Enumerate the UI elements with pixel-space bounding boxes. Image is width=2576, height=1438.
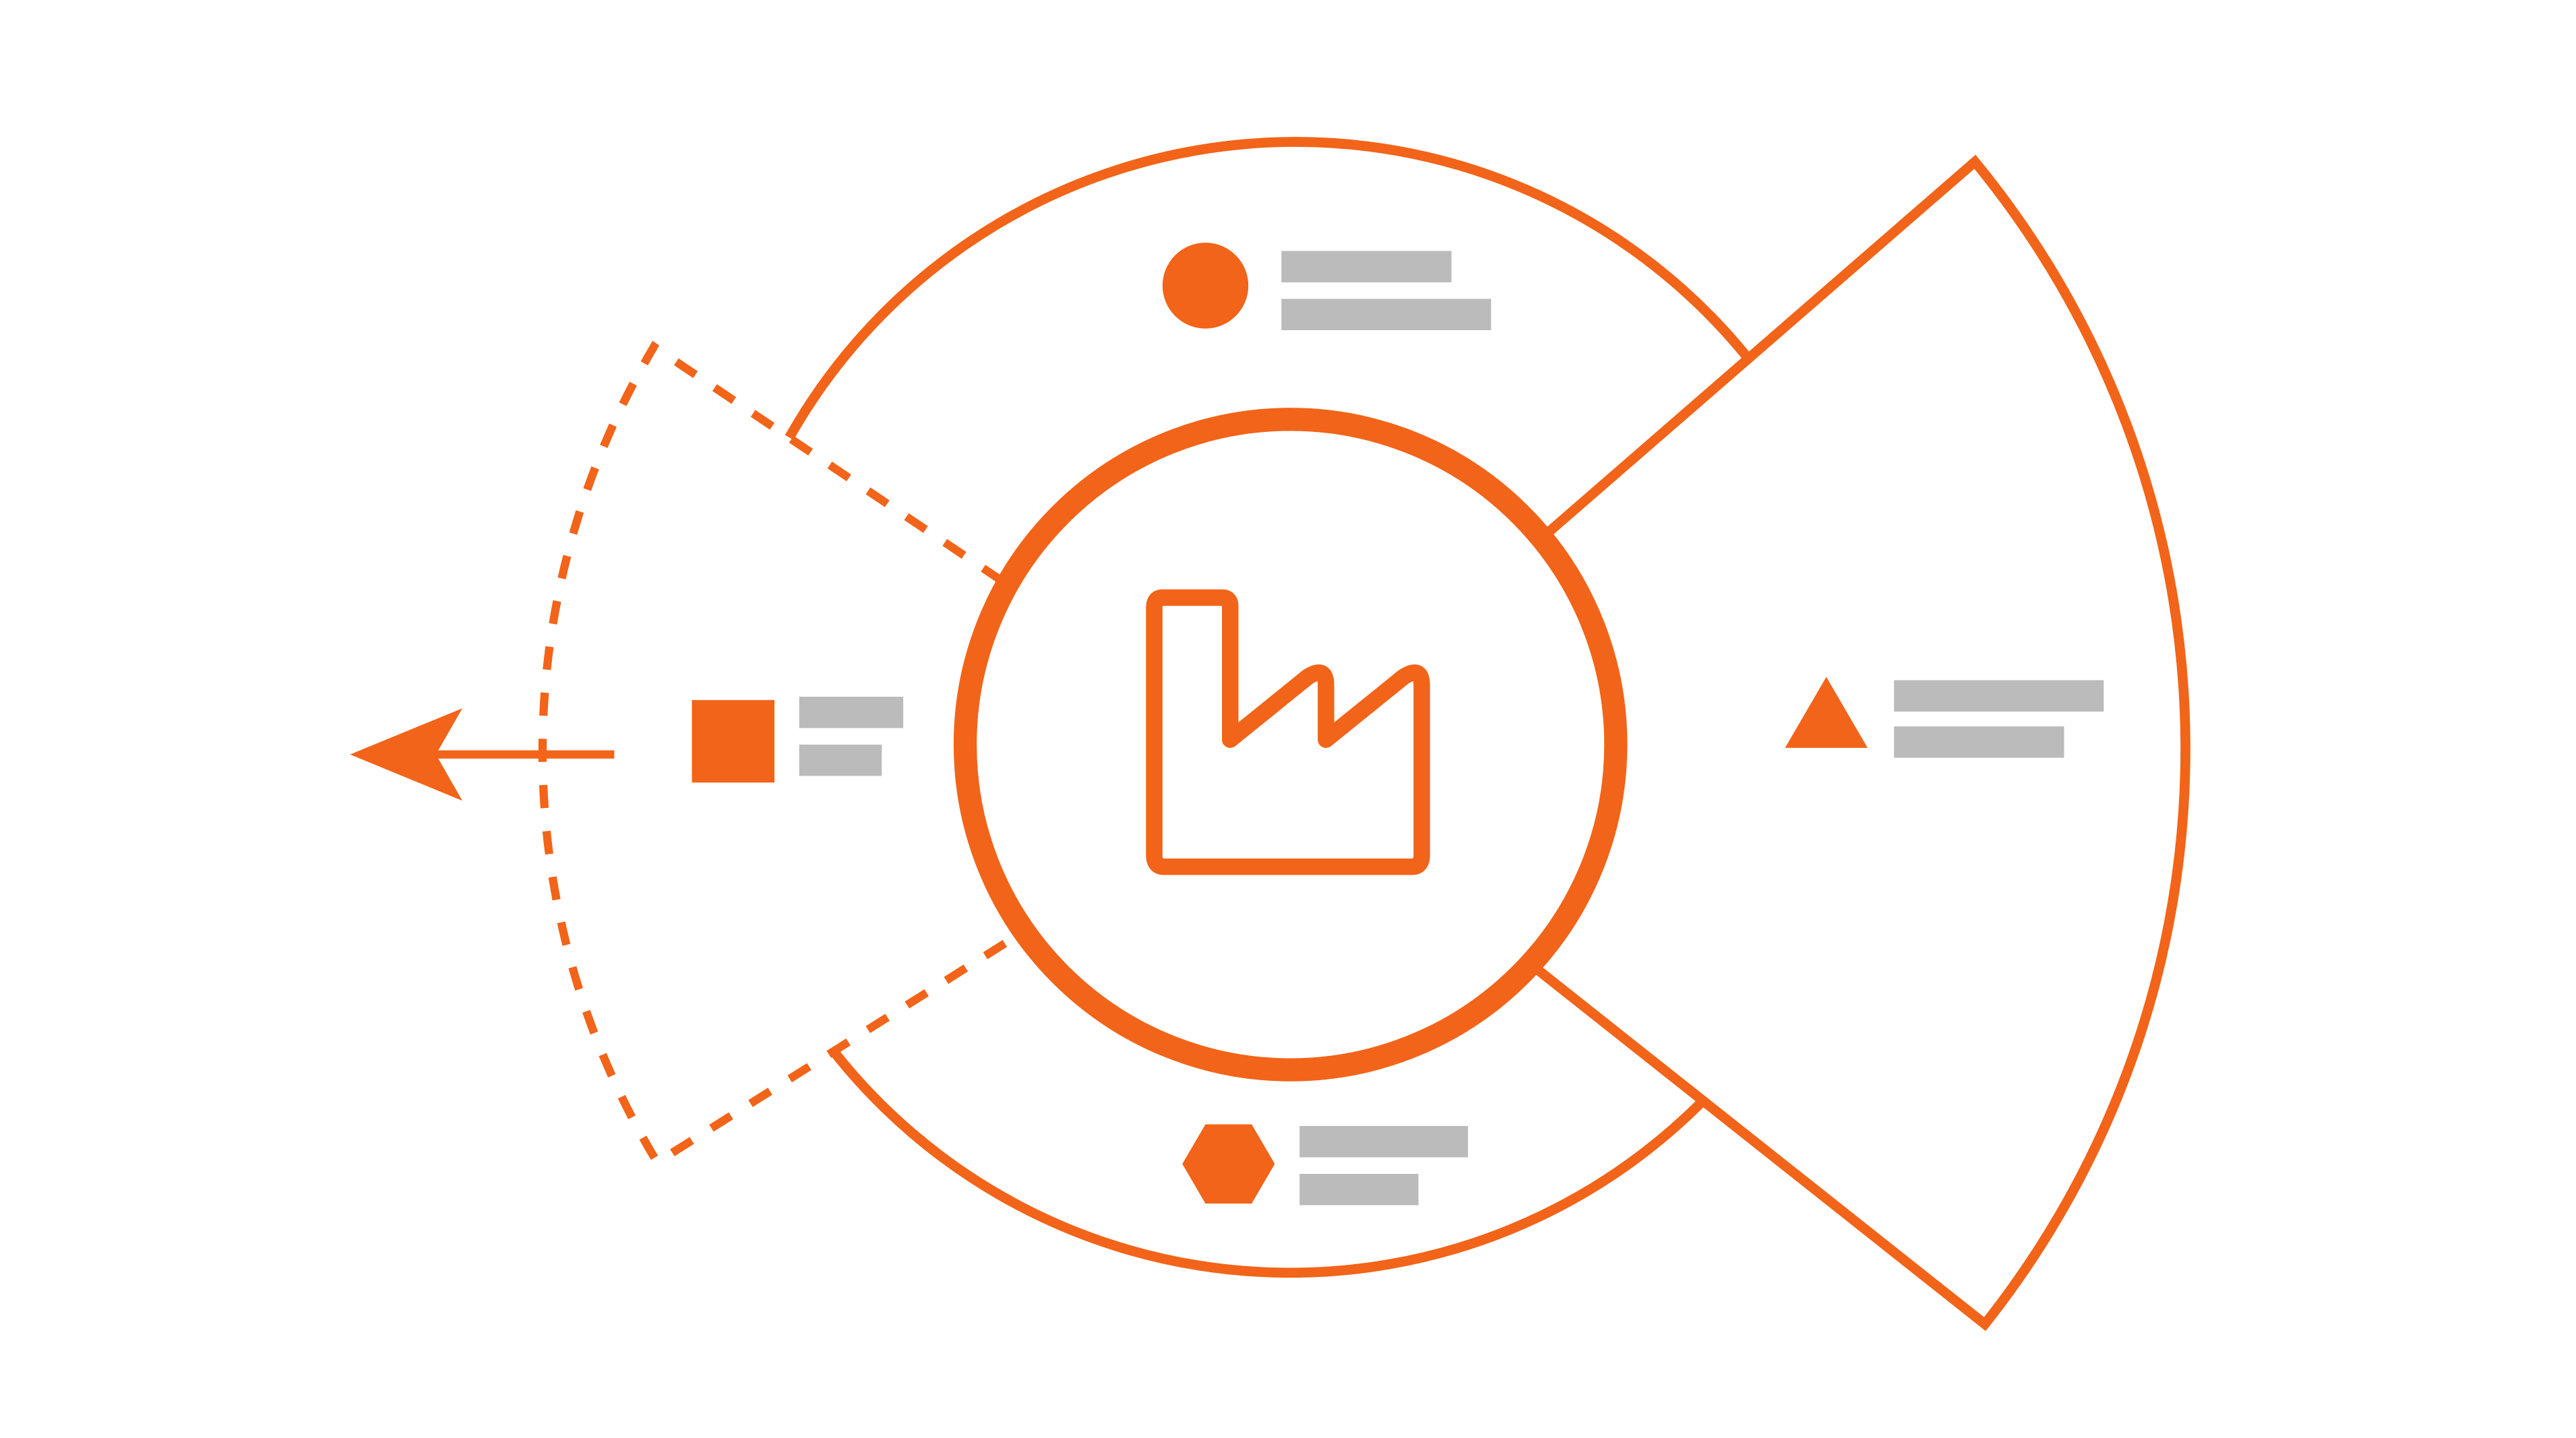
bottom-text-bar-1	[1299, 1125, 1469, 1158]
factory-icon	[1146, 589, 1430, 875]
left-text-bar-2	[799, 744, 882, 776]
top-text-bar-1	[1281, 251, 1452, 282]
left-text-bar-1	[799, 696, 904, 728]
circle-icon	[1162, 243, 1249, 329]
outer-ring-arc-top	[785, 137, 1750, 440]
bottom-text-bar-2	[1299, 1173, 1419, 1206]
arrow-left-icon	[350, 708, 462, 801]
triangle-icon	[1785, 677, 1868, 748]
right-text-bar-2	[1894, 726, 2064, 758]
hexagon-icon	[1182, 1124, 1275, 1204]
outer-ring-arc-bottom	[830, 1049, 1708, 1278]
square-icon	[692, 699, 775, 783]
right-wedge-segment	[1535, 154, 2190, 1332]
top-text-bar-2	[1281, 299, 1492, 331]
right-text-bar-1	[1894, 680, 2104, 712]
